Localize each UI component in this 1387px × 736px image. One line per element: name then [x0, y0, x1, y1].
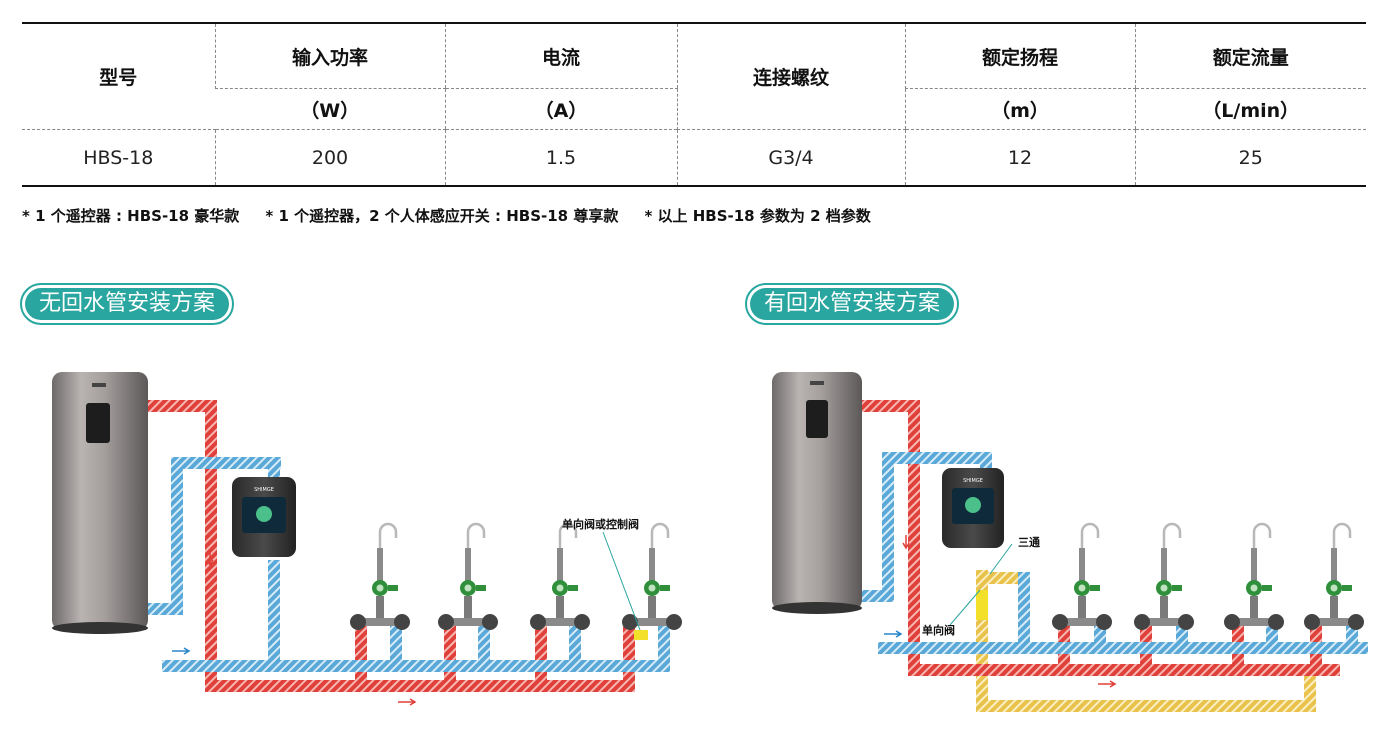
- flow-arrow-icon: [172, 647, 191, 655]
- water-heater-tank-right: [772, 372, 862, 614]
- flow-arrow-icon: [206, 552, 214, 567]
- scheme-left: SHIMGE 单向阀或控制阀: [52, 372, 684, 706]
- cell-input-power: 200: [214, 129, 445, 187]
- label-check-valve: 单向阀: [922, 623, 955, 637]
- cell-rated-flow: 25: [1134, 129, 1366, 187]
- scheme-title-left: 无回水管安装方案: [20, 283, 235, 325]
- flow-arrow-icon: [1098, 680, 1117, 688]
- label-tee: 三通: [1018, 536, 1040, 549]
- callout-line: [989, 543, 1013, 575]
- check-valve-icon: [634, 630, 648, 640]
- cell-thread: G3/4: [676, 129, 905, 187]
- cell-rated-head: 12: [904, 129, 1135, 187]
- pump-brand: SHIMGE: [963, 478, 983, 484]
- flow-arrow-icon: [902, 535, 910, 550]
- scheme-title-right-text: 有回水管安装方案: [750, 288, 955, 320]
- cold-pipe-right: [860, 452, 1368, 654]
- header-model: 型号: [22, 23, 215, 130]
- label-check-or-control-valve: 单向阀或控制阀: [562, 517, 639, 531]
- faucet-icon: [348, 522, 412, 632]
- scheme-title-left-text: 无回水管安装方案: [25, 288, 230, 320]
- table-row: HBS-18 200 1.5 G3/4 12 25: [22, 129, 1366, 187]
- faucet-icon: [436, 522, 500, 632]
- check-valve-icon: [976, 590, 988, 620]
- circulation-pump-right: SHIMGE: [942, 468, 1004, 548]
- flow-arrow-icon: [884, 630, 903, 638]
- faucet-icon: [528, 522, 592, 632]
- scheme-right: SHIMGE 三通 单向阀: [772, 372, 1368, 712]
- unit-current: （A）: [444, 88, 677, 130]
- scheme-title-right: 有回水管安装方案: [745, 283, 960, 325]
- unit-rated-head: （m）: [904, 88, 1135, 130]
- faucet-icon: [1132, 522, 1196, 632]
- header-rated-head: 额定扬程: [904, 23, 1135, 89]
- faucet-icon: [620, 522, 684, 632]
- unit-input-power: （W）: [215, 88, 445, 130]
- cold-pipe-left: [147, 457, 670, 672]
- callout-line: [602, 531, 641, 631]
- faucet-icon: [1050, 522, 1114, 632]
- header-thread: 连接螺纹: [676, 23, 905, 130]
- hot-pipe-right: [860, 400, 1340, 676]
- unit-rated-flow: （L/min）: [1134, 88, 1366, 130]
- flow-arrow-icon: [398, 698, 417, 706]
- pump-brand: SHIMGE: [254, 487, 274, 493]
- footnote: * 1 个遥控器 : HBS-18 豪华款 * 1 个遥控器，2 个人体感应开关…: [22, 207, 871, 225]
- circulation-pump-left: SHIMGE: [232, 477, 296, 557]
- header-input-power: 输入功率: [214, 23, 445, 89]
- faucet-icon: [1222, 522, 1286, 632]
- cell-current: 1.5: [444, 129, 677, 187]
- spec-table: 型号 输入功率 电流 连接螺纹 额定扬程 额定流量 （W） （A） （m） （L…: [22, 22, 1366, 187]
- water-heater-tank-left: [52, 372, 148, 634]
- faucet-icon: [1302, 522, 1366, 632]
- header-current: 电流: [444, 23, 677, 89]
- callout-line: [949, 589, 981, 626]
- header-rated-flow: 额定流量: [1134, 23, 1366, 89]
- cell-model: HBS-18: [22, 129, 215, 187]
